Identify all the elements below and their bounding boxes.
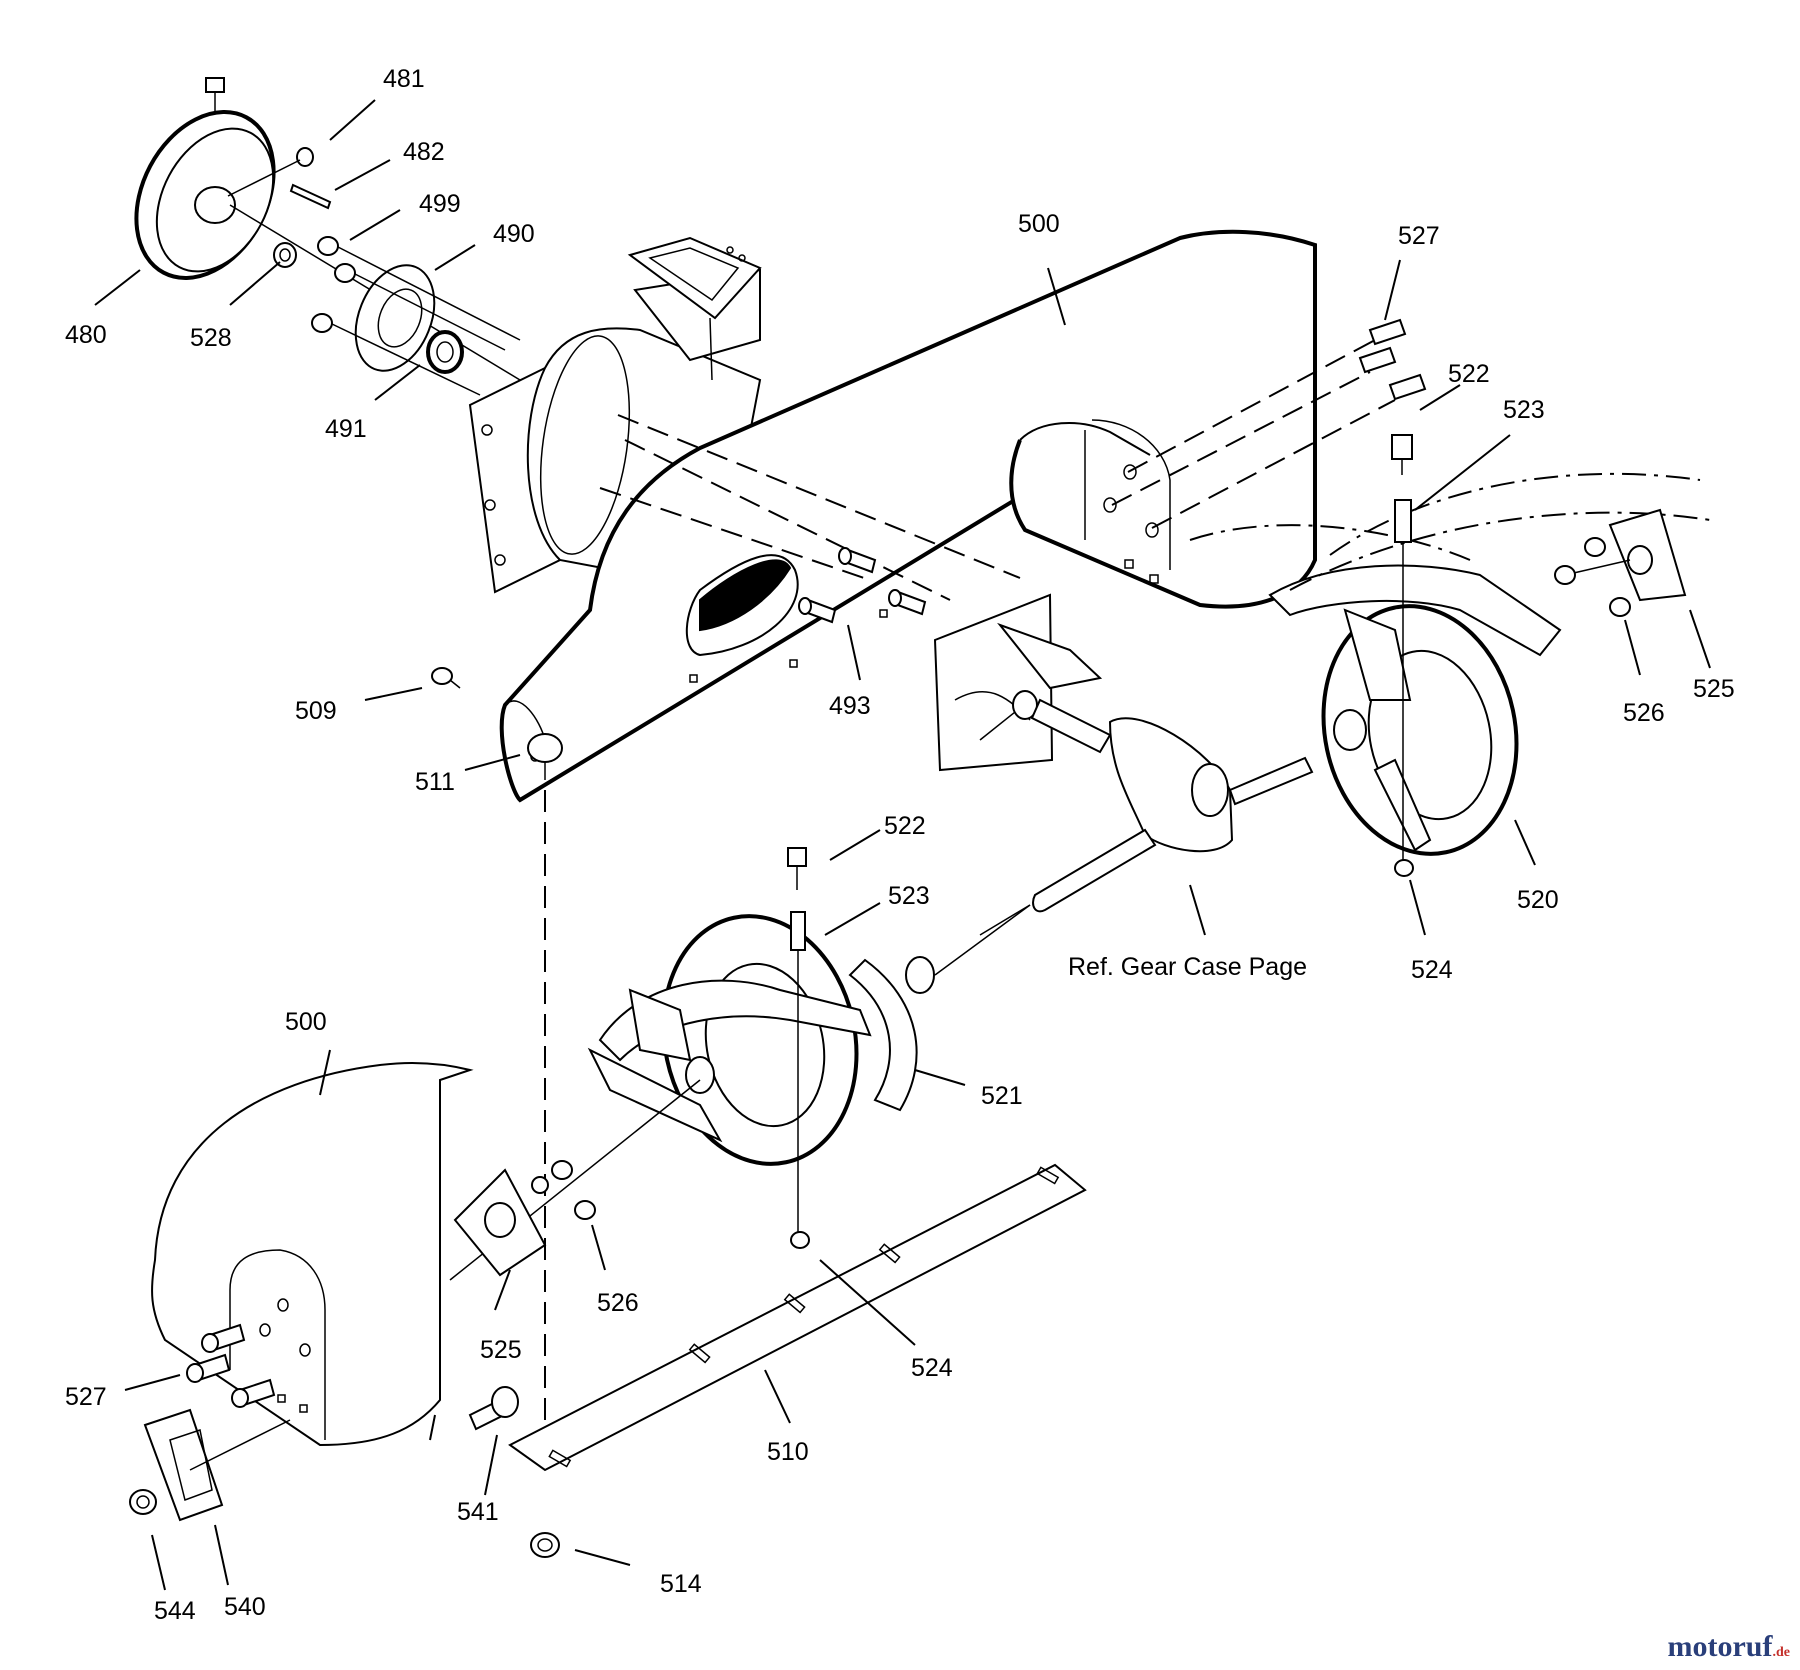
- label-528: 528: [190, 324, 232, 352]
- impeller: [933, 593, 1103, 772]
- label-521: 521: [981, 1082, 1023, 1110]
- bolts-493: [798, 547, 927, 624]
- watermark-name: motoruf: [1667, 1630, 1773, 1663]
- label-524-bottom: 524: [911, 1354, 953, 1382]
- part-labels: 481 482 499 490 480 528 491 500 527 522 …: [65, 65, 1735, 1625]
- label-540: 540: [224, 1593, 266, 1621]
- nut-514: [530, 1532, 560, 1558]
- assembly-line-4: [1127, 339, 1376, 473]
- bearing-flange-525-bottom: [453, 1160, 596, 1277]
- label-523-mid: 523: [888, 882, 930, 910]
- assembly-line-6: [1151, 399, 1396, 529]
- label-490: 490: [493, 220, 535, 248]
- key-482: [289, 183, 332, 210]
- assembly-line-2: [624, 439, 951, 601]
- shear-pin-and-spacer-top: [1391, 434, 1414, 877]
- nuts-499: [311, 236, 521, 396]
- bolt-541: [468, 1386, 519, 1431]
- auger-520: [1189, 472, 1711, 856]
- watermark-tld: .de: [1772, 1645, 1791, 1660]
- screw-509: [431, 667, 461, 689]
- label-523-top: 523: [1503, 396, 1545, 424]
- carriage-bolt-511: [527, 733, 563, 780]
- label-481: 481: [383, 65, 425, 93]
- label-526-bottom: 526: [597, 1289, 639, 1317]
- label-527-bottom: 527: [65, 1383, 107, 1411]
- bolt-481: [205, 77, 225, 112]
- label-526-top: 526: [1623, 699, 1665, 727]
- label-491: 491: [325, 415, 367, 443]
- label-522-mid: 522: [884, 812, 926, 840]
- assembly-line-5: [1111, 371, 1371, 506]
- label-509: 509: [295, 697, 337, 725]
- leader-lines: [94, 99, 1711, 1591]
- label-525-top: 525: [1693, 675, 1735, 703]
- label-524-top: 524: [1411, 956, 1453, 984]
- label-527-top: 527: [1398, 222, 1440, 250]
- nuts-526-top: [1554, 537, 1631, 617]
- scraper-bar-510: [508, 1163, 1087, 1472]
- bolts-527-top: [1358, 318, 1427, 401]
- discharge-chute-base: [627, 236, 762, 381]
- label-544: 544: [154, 1597, 196, 1625]
- nut-544: [129, 1489, 157, 1515]
- label-510: 510: [767, 1438, 809, 1466]
- label-511: 511: [415, 768, 455, 796]
- washer-528: [273, 242, 297, 268]
- auger-521: [449, 847, 1031, 1281]
- gear-case-reference-note: Ref. Gear Case Page: [1068, 953, 1307, 981]
- bearing-491: [426, 330, 464, 374]
- label-493: 493: [829, 692, 871, 720]
- skid-shoe-540: [143, 1408, 291, 1522]
- gear-case-shaft: [979, 698, 1314, 936]
- label-525-bottom: 525: [480, 1336, 522, 1364]
- side-panel-500: [151, 1061, 474, 1447]
- label-520: 520: [1517, 886, 1559, 914]
- label-482: 482: [403, 138, 445, 166]
- label-480: 480: [65, 321, 107, 349]
- label-499: 499: [419, 190, 461, 218]
- label-541: 541: [457, 1498, 499, 1526]
- label-500-top: 500: [1018, 210, 1060, 238]
- bearing-flange-525-top: [1564, 508, 1687, 602]
- assembly-line-1: [617, 414, 1021, 579]
- label-522-top: 522: [1448, 360, 1490, 388]
- assembly-line-3: [599, 487, 871, 581]
- housing-500-top: [499, 229, 1317, 803]
- label-500-bottom: 500: [285, 1008, 327, 1036]
- watermark-logo: motoruf.de: [1668, 1630, 1790, 1664]
- label-514: 514: [660, 1570, 702, 1598]
- bolts-527-bottom: [186, 1323, 276, 1408]
